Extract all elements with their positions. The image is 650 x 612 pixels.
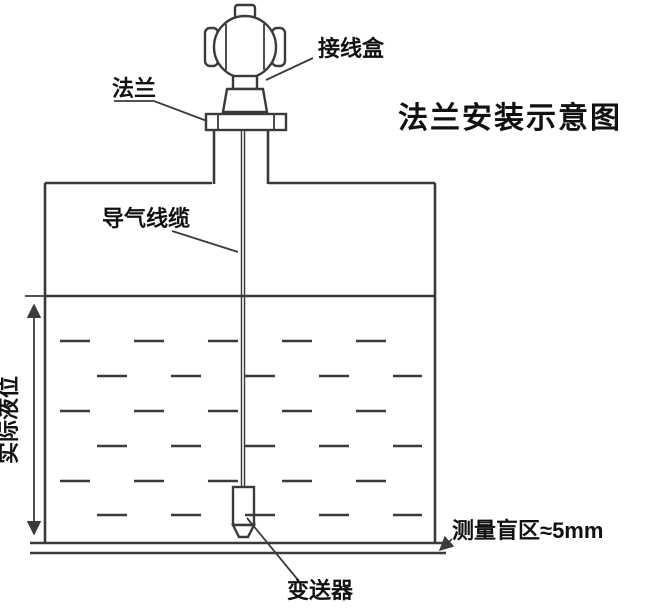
transmitter-head xyxy=(203,3,287,114)
head-body xyxy=(212,14,278,80)
label-junction-box: 接线盒 xyxy=(318,36,385,61)
junction-box-leader xyxy=(265,57,314,81)
leader-lines xyxy=(114,57,455,581)
liquid-dashes xyxy=(60,339,422,517)
label-flange: 法兰 xyxy=(112,76,156,101)
air-cable-leader xyxy=(171,230,239,253)
diagram-title: 法兰安装示意图 xyxy=(398,101,622,135)
label-actual-level: 实际液位 xyxy=(0,376,21,464)
transmitter-leader xyxy=(246,517,299,581)
label-blind-zone: 测量盲区≈5mm xyxy=(452,518,603,543)
mounting-flange xyxy=(204,112,288,132)
head-neck xyxy=(231,74,259,91)
flange-leader xyxy=(114,100,208,122)
label-transmitter: 变送器 xyxy=(287,578,354,603)
probe-body xyxy=(231,485,256,539)
tank-outline xyxy=(30,130,446,555)
blind-zone-arrow xyxy=(438,535,455,551)
process-connection xyxy=(221,87,269,114)
label-air-cable: 导气线缆 xyxy=(102,206,190,231)
